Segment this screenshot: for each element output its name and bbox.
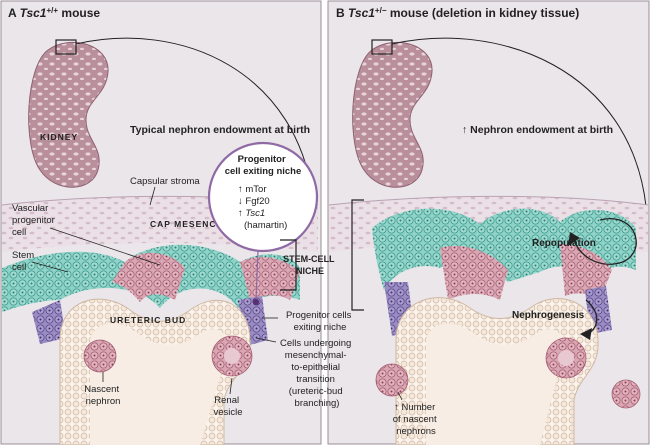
panel-a-title: A Tsc1+/+ mouse xyxy=(8,6,100,21)
progenitor-cells-b xyxy=(440,246,508,300)
cap-mesenchyme-label-a: CAP MESENCHYME xyxy=(150,219,245,229)
nephrogenesis-label: Nephrogenesis xyxy=(512,310,585,321)
zoom-line-a xyxy=(75,37,315,207)
endowment-label-a: Typical nephron endowment at birth xyxy=(130,124,310,136)
stem-cell-niche-label: STEM-CELL NICHE xyxy=(283,254,337,276)
stem-cell-label-a: Stem cell xyxy=(12,250,37,273)
capsular-stroma-label-a: Capsular stroma xyxy=(130,176,200,187)
progenitor-exiting-label: Progenitor cells exiting niche xyxy=(286,310,354,333)
stem-cell-layer-b xyxy=(372,208,636,290)
zoom-line-b xyxy=(391,37,647,207)
met-cells-label: Cells undergoing mesenchymal- to-epithel… xyxy=(280,338,354,409)
repopulation-arrow xyxy=(573,218,637,265)
kidney-zoom-box-b xyxy=(371,39,393,55)
kidney-a: KIDNEY xyxy=(28,37,315,207)
stem-cell-niche-bracket xyxy=(280,239,297,291)
renal-vesicle-label-a: Renal vesicle xyxy=(213,395,242,418)
panel-b-title: B Tsc1+/− mouse (deletion in kidney tiss… xyxy=(336,6,579,21)
niche-title: Progenitor cell exiting niche xyxy=(225,154,302,177)
niche-callout-a: Progenitor cell exiting niche ↑ mTor ↓ F… xyxy=(207,141,319,306)
nascent-nephron-b1 xyxy=(375,363,409,397)
kidney-label-a: KIDNEY xyxy=(40,132,78,142)
progenitor-cells-a xyxy=(112,252,185,302)
nascent-nephron-label-a: Nascent nephron xyxy=(84,384,122,407)
ureteric-bud-label-a: URETERIC BUD xyxy=(110,315,186,325)
kidney-zoom-box-a xyxy=(55,39,77,55)
nascent-nephron-b3 xyxy=(611,379,641,409)
repopulation-label: Repopulation xyxy=(532,238,596,249)
nascent-nephron-a xyxy=(83,339,117,373)
vascular-progenitor-label-a: Vascular progenitor cell xyxy=(12,203,57,238)
endowment-label-b: ↑ Nephron endowment at birth xyxy=(462,124,613,136)
niche-items: ↑ mTor ↓ Fgf20 ↑ Tsc1 (hamartin) xyxy=(238,184,287,231)
stem-cell-niche-bracket-b xyxy=(351,199,364,311)
kidney-b xyxy=(352,37,647,207)
nascent-count-label: ↑ Number of nascent nephrons xyxy=(393,402,439,437)
